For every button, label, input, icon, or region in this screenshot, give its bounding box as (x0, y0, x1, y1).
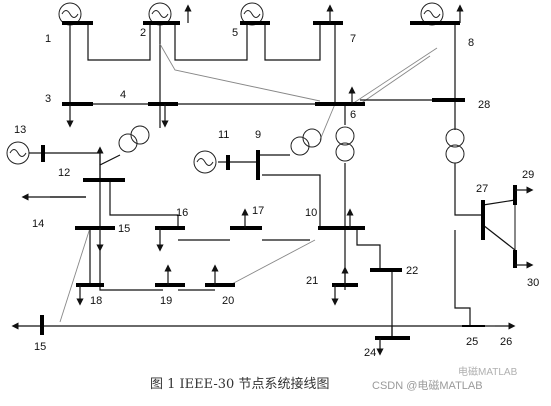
generator-8-icon (420, 2, 444, 26)
bus-label-24: 24 (364, 347, 376, 359)
bus-label-19: 19 (160, 295, 172, 307)
bus-label-28: 28 (478, 99, 490, 111)
bus-label-25: 25 (466, 336, 478, 348)
bus-label-17: 17 (252, 205, 264, 217)
bus-label-9: 9 (255, 129, 261, 141)
bus-label-12: 12 (58, 167, 70, 179)
bus-label-10: 10 (305, 207, 317, 219)
figure-caption: 图 1 IEEE-30 节点系统接线图 (150, 377, 330, 392)
transformer-icons (118, 125, 465, 164)
watermark-top: 电磁MATLAB (458, 367, 518, 378)
bus-label-26: 26 (500, 336, 512, 348)
bus-label-5: 5 (232, 27, 238, 39)
bus-label-29: 29 (522, 169, 534, 181)
watermark: CSDN @电磁MATLAB (372, 380, 483, 392)
bus-label-14: 14 (32, 218, 44, 230)
bus-label-22: 22 (406, 265, 418, 277)
bus-label-13: 13 (14, 124, 26, 136)
bus-label-21: 21 (306, 275, 318, 287)
bus-label-3: 3 (45, 93, 51, 105)
bus-label-15: 15 (118, 223, 130, 235)
bus-label-7: 7 (350, 33, 356, 45)
bus-label-4: 4 (120, 89, 126, 101)
bus-label-15b: 15 (34, 341, 46, 353)
bus-label-1: 1 (45, 33, 51, 45)
bus-label-30: 30 (527, 277, 539, 289)
bus-label-27: 27 (476, 183, 488, 195)
bus-label-18: 18 (90, 295, 102, 307)
bus-label-20: 20 (222, 295, 234, 307)
bus-label-8: 8 (468, 37, 474, 49)
generator-5-icon (240, 2, 264, 26)
bus-label-2: 2 (140, 27, 146, 39)
bus-label-11: 11 (218, 129, 229, 141)
bus-label-16: 16 (176, 207, 188, 219)
generator-13-icon (6, 141, 30, 165)
generator-11-icon (193, 150, 217, 174)
branch-lines (35, 23, 516, 338)
bus-label-6: 6 (350, 109, 356, 121)
load-arrows (11, 4, 534, 356)
